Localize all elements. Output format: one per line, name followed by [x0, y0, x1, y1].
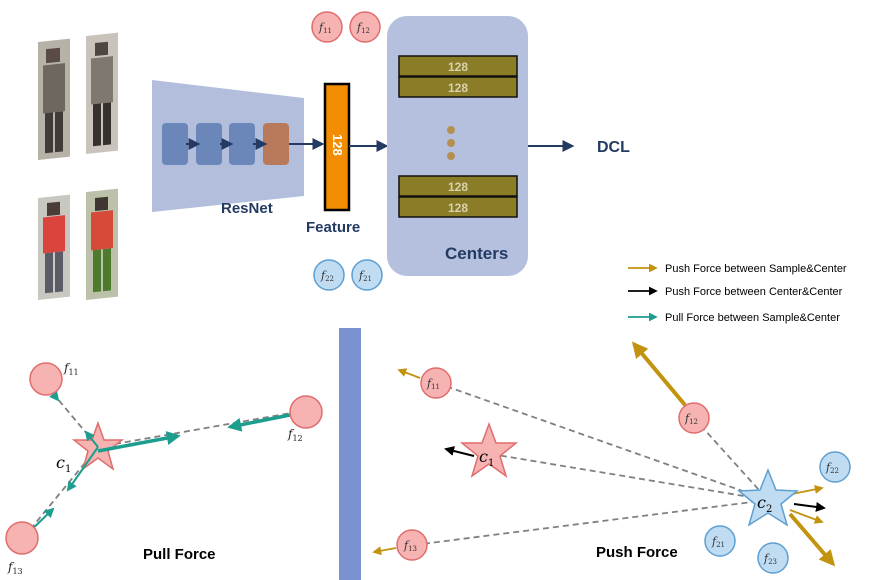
sample-circle-icon: f21 — [704, 525, 736, 557]
svg-text:f21: f21 — [358, 269, 372, 283]
legend-item-push-sample-center: Push Force between Sample&Center — [665, 263, 847, 275]
person-photo-icon — [86, 32, 118, 154]
svg-text:128: 128 — [448, 180, 468, 194]
svg-text:f23: f23 — [763, 552, 777, 566]
resnet-label: ResNet — [221, 200, 273, 217]
pull-force-panel: f11 f12 f13 c1 Pull Force — [5, 361, 323, 576]
sample-circle-icon: f13 — [396, 529, 428, 561]
push-force-title: Push Force — [596, 544, 678, 561]
sample-circle-icon: f23 — [757, 542, 789, 574]
svg-text:c2: c2 — [757, 493, 772, 515]
push-sample-arrow-icon — [397, 368, 421, 379]
svg-text:f12: f12 — [356, 21, 370, 35]
svg-text:f11: f11 — [63, 361, 79, 377]
person-photo-icon — [38, 38, 70, 160]
center-bar: 128 — [398, 196, 518, 218]
svg-text:f12: f12 — [684, 412, 698, 426]
star-center-icon — [737, 467, 799, 527]
svg-text:c1: c1 — [479, 447, 494, 469]
svg-text:f13: f13 — [403, 539, 417, 553]
svg-text:128: 128 — [448, 60, 468, 74]
svg-text:f11: f11 — [426, 377, 440, 391]
pull-arrow-icon — [227, 412, 296, 432]
legend-item-push-center-center: Push Force between Center&Center — [665, 286, 843, 298]
svg-text:f22: f22 — [825, 461, 839, 475]
sample-circle-icon — [5, 521, 39, 555]
svg-text:f22: f22 — [320, 269, 334, 283]
legend-item-pull-sample-center: Pull Force between Sample&Center — [665, 312, 840, 324]
svg-text:128: 128 — [448, 201, 468, 215]
svg-text:f11: f11 — [318, 21, 332, 35]
push-sample-arrow-icon — [372, 546, 397, 556]
panel-divider — [339, 328, 361, 580]
ellipsis-dots — [447, 126, 455, 160]
person-images — [38, 32, 118, 300]
sample-circle-icon: f11 — [311, 11, 343, 43]
person-photo-icon — [38, 194, 70, 300]
person-photo-icon — [86, 188, 118, 300]
pull-arrow-icon — [66, 446, 99, 492]
sample-circle-icon: f11 — [420, 367, 452, 399]
push-center-arrow-icon — [793, 501, 826, 512]
sample-circle-icon — [289, 395, 323, 429]
pull-arrow-icon — [84, 430, 99, 448]
sample-circle-icon: f22 — [313, 259, 345, 291]
pull-arrow-icon — [97, 431, 181, 453]
centers-panel: 128 128 128 128 Centers — [387, 16, 528, 276]
sample-circle-icon: f12 — [349, 11, 381, 43]
feature-label: Feature — [306, 219, 360, 236]
push-sample-arrow-icon — [791, 484, 824, 495]
svg-text:f21: f21 — [711, 535, 725, 549]
sample-circle-icon: f12 — [678, 402, 710, 434]
star-center-icon — [459, 421, 519, 478]
push-sample-arrow-icon — [788, 512, 836, 567]
pull-force-title: Pull Force — [143, 546, 216, 563]
sample-circle-icon: f21 — [351, 259, 383, 291]
sample-circle-icon: f22 — [819, 451, 851, 483]
svg-text:128: 128 — [448, 81, 468, 95]
resnet-layer-4 — [263, 123, 289, 165]
resnet-layer-3 — [229, 123, 255, 165]
resnet-layer-1 — [162, 123, 188, 165]
center-bar: 128 — [398, 76, 518, 98]
legend: Push Force between Sample&Center Push Fo… — [628, 263, 847, 324]
resnet-layer-2 — [196, 123, 222, 165]
svg-text:f12: f12 — [287, 427, 303, 443]
top-feature-circles: f11 f12 f22 f21 — [311, 11, 383, 291]
svg-text:f13: f13 — [7, 560, 23, 576]
sample-circle-icon — [29, 362, 63, 396]
resnet-block: ResNet — [152, 80, 325, 217]
push-force-panel: c1 f11 f13 f12 f2 — [372, 341, 851, 574]
center-bar: 128 — [398, 175, 518, 197]
feature-dim-label: 128 — [330, 134, 345, 156]
push-center-arrow-icon — [444, 446, 475, 457]
dcl-label: DCL — [597, 139, 630, 156]
push-sample-arrow-icon — [789, 509, 824, 524]
feature-vector: 128 Feature — [306, 82, 389, 236]
centers-label: Centers — [445, 244, 508, 263]
center-bar: 128 — [398, 55, 518, 77]
push-sample-arrow-icon — [631, 341, 687, 407]
svg-text:c1: c1 — [56, 453, 71, 475]
